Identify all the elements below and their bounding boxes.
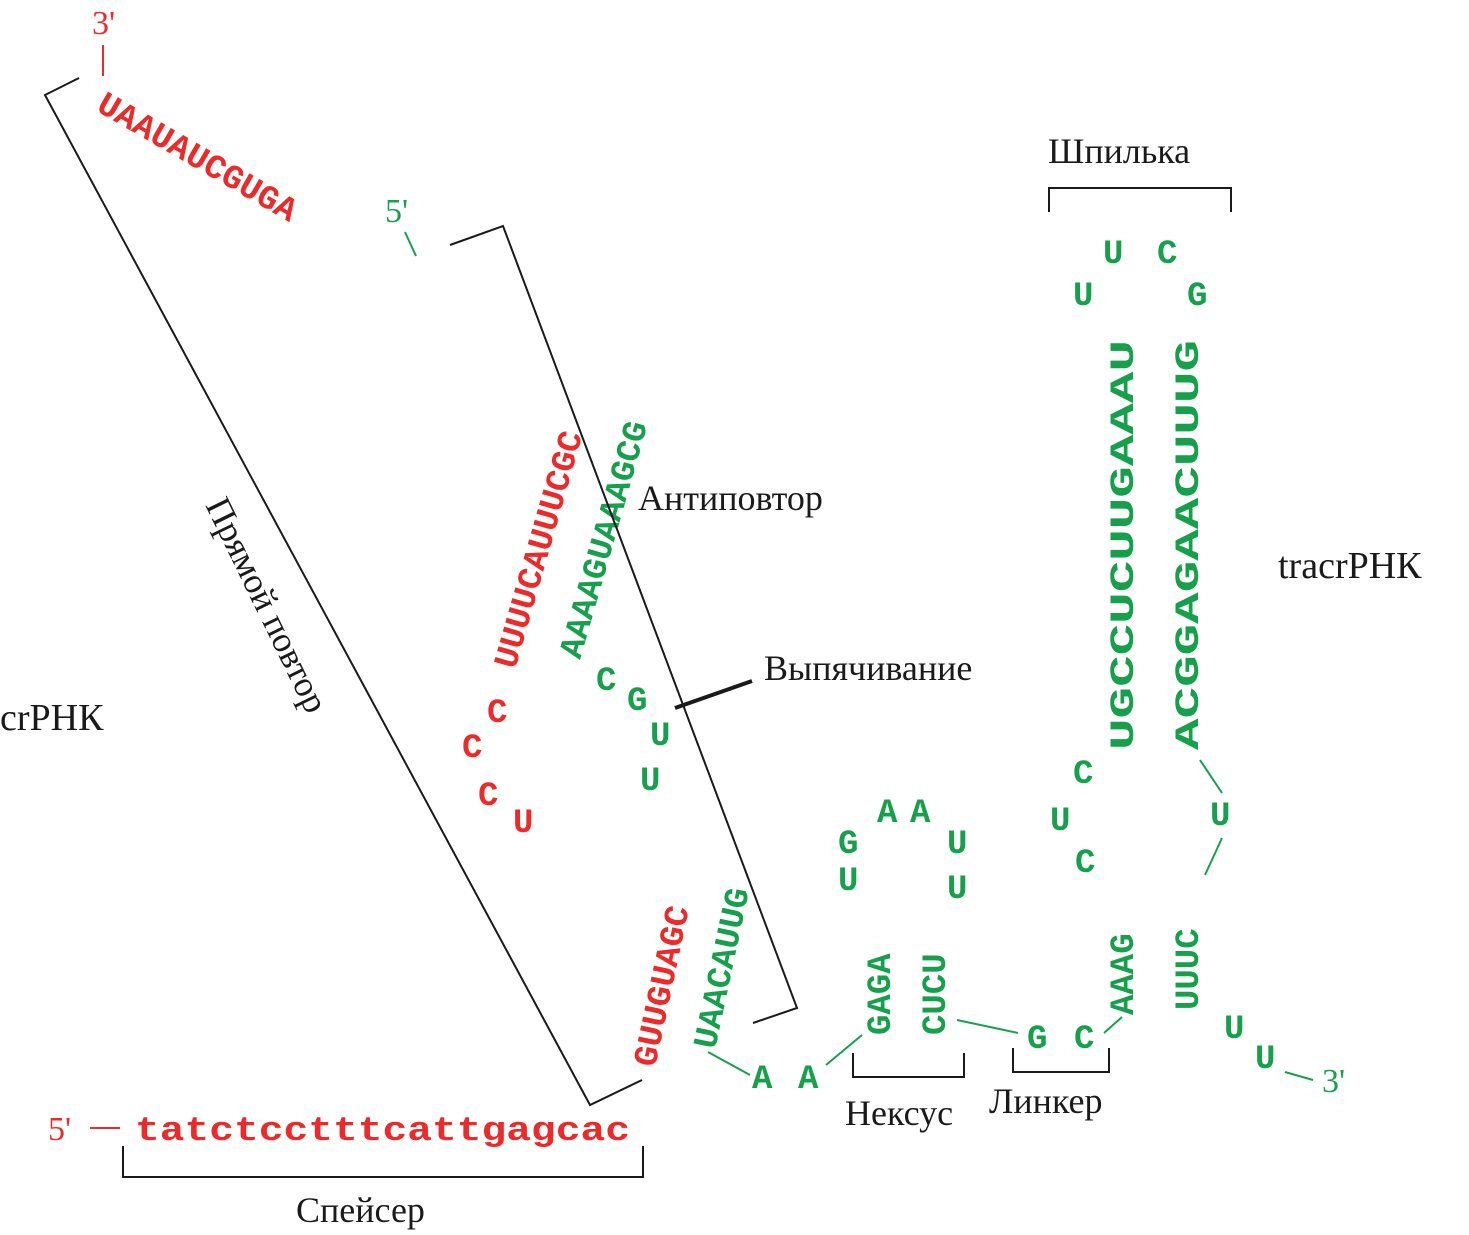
linker-nt: C: [1074, 1021, 1094, 1059]
direct-repeat-label: Прямой повтор: [198, 491, 337, 719]
hairpin-right-upper-stem: ACGGAGAACUUUG: [1171, 340, 1209, 750]
nexus-left-stem: GAGA: [863, 953, 901, 1035]
direct-repeat-bracket: [43, 77, 643, 1107]
hairpin-top-nt: C: [1157, 236, 1177, 274]
tracrRNA-3prime-label: 3': [1322, 1063, 1345, 1100]
tracrRNA-connector: [1103, 1016, 1123, 1034]
crRNA-spacer-sequence: tatctcctttcattgagcac: [135, 1113, 630, 1151]
hairpin-bracket: [1048, 187, 1232, 212]
crRNA-bulge-nt: U: [513, 805, 533, 843]
anti-repeat-bracket: [449, 224, 799, 1024]
crRNA-bulge-nt: C: [478, 778, 498, 816]
hairpin-left-loop-nt: U: [1050, 803, 1070, 841]
bulge-pointer: [674, 679, 753, 710]
hairpin-left-lower-stem: AAAG: [1106, 933, 1144, 1015]
spacer-bracket: [122, 1146, 644, 1178]
nexus-bracket: [852, 1053, 965, 1078]
nexus-loop-nt: U: [947, 826, 967, 864]
linker-bracket: [1012, 1048, 1110, 1073]
tracrRNA-bulge-nt: U: [640, 763, 660, 801]
tracrRNA-5prime-tick: [404, 231, 417, 257]
tracrRNA-tail-nt: U: [1255, 1041, 1275, 1079]
tracrRNA-connector: [707, 1051, 751, 1076]
tracrRNA-bulge-nt: G: [627, 683, 647, 721]
nexus-loop-nt: A: [877, 795, 898, 833]
tracrRNA-aa-nt: A: [798, 1061, 819, 1099]
tracrRNA-5prime-label: 5': [385, 193, 408, 230]
crRNA-label: crРНК: [0, 697, 104, 739]
tracrRNA-anti-repeat-lower-sequence: UAACAUUG: [689, 885, 760, 1053]
linker-label: Линкер: [989, 1081, 1103, 1121]
nexus-loop-nt: G: [838, 826, 858, 864]
bulge-label: Выпячивание: [764, 648, 972, 688]
hairpin-top-nt: G: [1187, 278, 1207, 316]
hairpin-left-loop-nt: C: [1073, 756, 1093, 794]
tracrRNA-tail-nt: U: [1224, 1011, 1244, 1049]
tracrRNA-aa-nt: A: [752, 1061, 773, 1099]
crRNA-tail-sequence: UAAUAUCGUGA: [90, 87, 304, 232]
tracrRNA-connector: [1204, 837, 1223, 876]
tracrRNA-connector: [825, 1034, 863, 1066]
tracrRNA-label: tracrРНК: [1278, 545, 1422, 587]
hairpin-right-lower-stem: UUUC: [1171, 928, 1209, 1010]
crRNA-bulge-nt: C: [462, 730, 482, 768]
tracrRNA-connector: [1284, 1071, 1314, 1081]
nexus-right-stem: CUCU: [918, 953, 956, 1035]
hairpin-right-loop-nt: U: [1210, 798, 1230, 836]
nexus-loop-nt: U: [947, 871, 967, 909]
hairpin-label: Шпилька: [1048, 131, 1190, 171]
tracrRNA-bulge-nt: C: [596, 663, 616, 701]
tracrRNA-connector: [956, 1019, 1019, 1034]
anti-repeat-label: Антиповтор: [638, 478, 823, 518]
linker-nt: G: [1027, 1021, 1047, 1059]
crRNA-3prime-label: 3': [92, 5, 115, 42]
nexus-loop-nt: A: [910, 795, 931, 833]
spacer-label: Спейсер: [296, 1190, 425, 1230]
tracrRNA-bulge-nt: U: [650, 718, 670, 756]
crRNA-5prime-label: 5': [48, 1111, 71, 1148]
nexus-label: Нексус: [845, 1093, 953, 1133]
crRNA-bulge-nt: C: [487, 695, 507, 733]
hairpin-left-upper-stem: UGCCUCUUGAAAU: [1106, 340, 1144, 750]
hairpin-top-nt: U: [1073, 278, 1093, 316]
hairpin-left-loop-nt: C: [1075, 845, 1095, 883]
nexus-loop-nt: U: [838, 863, 858, 901]
tracrRNA-connector: [1199, 759, 1223, 794]
hairpin-top-nt: U: [1103, 236, 1123, 274]
